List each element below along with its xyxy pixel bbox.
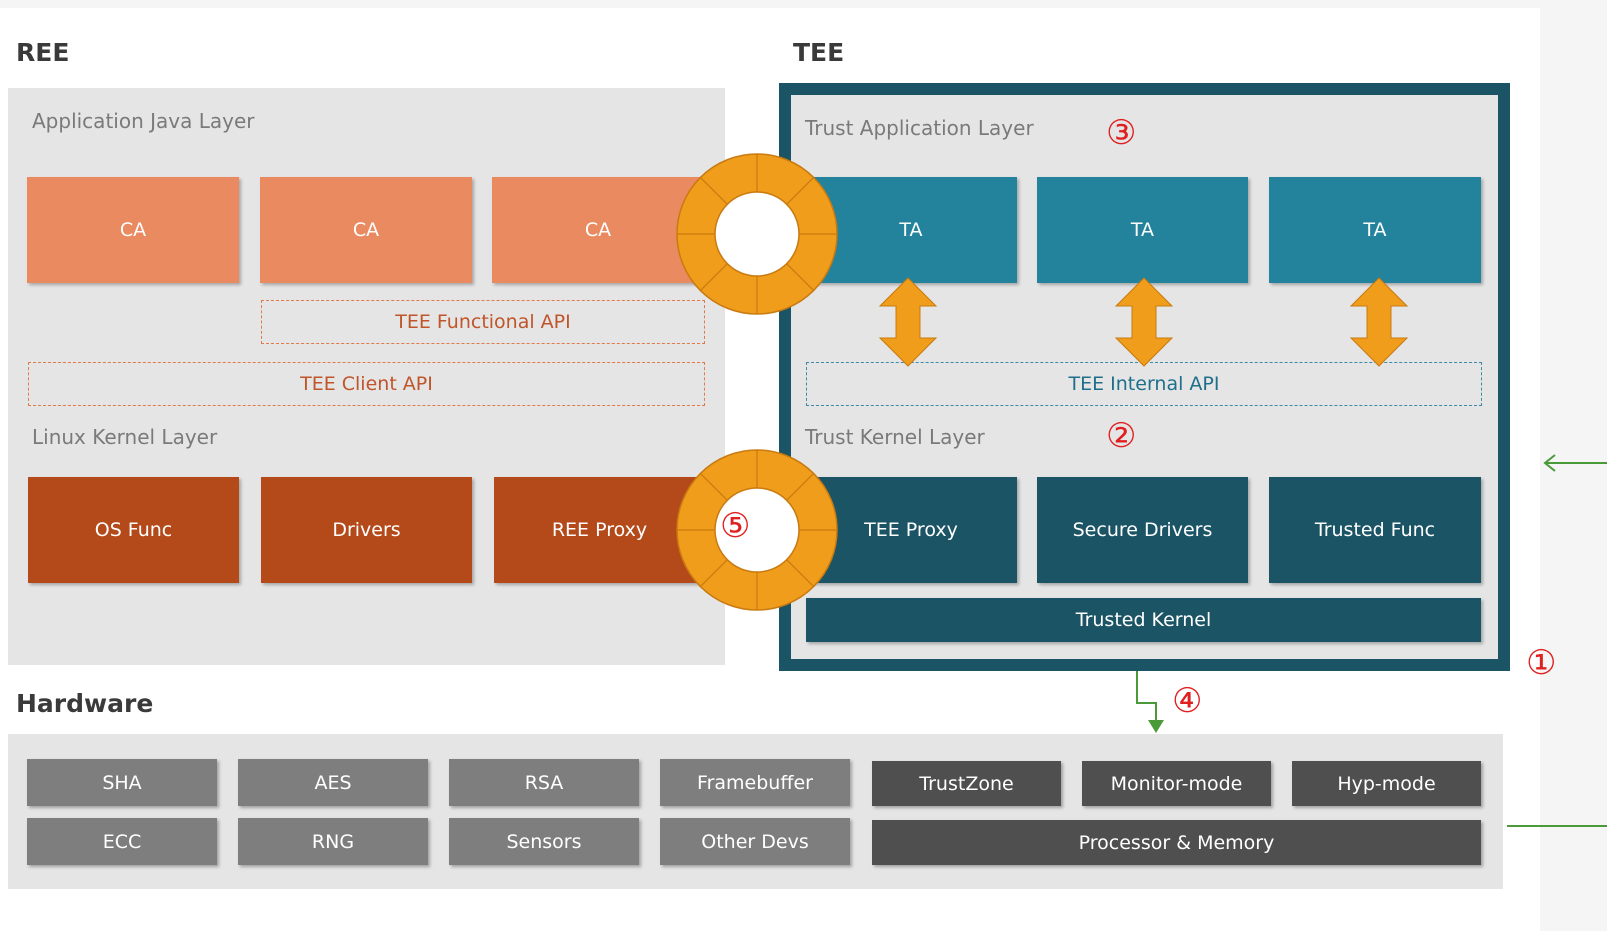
hw-ecc: ECC [27,818,217,865]
tee-client-api: TEE Client API [28,362,705,406]
ree-proxy-box: REE Proxy [494,477,705,583]
ta-arrow-2 [1115,277,1173,367]
marker-2: ② [1106,416,1137,456]
drivers-box: Drivers [261,477,472,583]
tee-functional-api: TEE Functional API [261,300,705,344]
ta-arrow-1 [879,277,937,367]
ta-arrow-3 [1350,277,1408,367]
hw-processor-memory: Processor & Memory [872,820,1481,865]
ta-box-1: TA [805,177,1017,283]
ta-box-2: TA [1037,177,1248,283]
ring-connector-bottom [676,449,838,611]
ca-box-2: CA [260,177,472,283]
marker-3: ③ [1106,113,1137,153]
ta-box-3: TA [1269,177,1481,283]
tee-title: TEE [793,38,845,67]
hw-framebuffer: Framebuffer [660,759,850,806]
flow-arrow-down [1136,671,1164,733]
marker-1: ① [1526,643,1557,683]
hw-aes: AES [238,759,428,806]
hw-sensors: Sensors [449,818,639,865]
tee-app-layer-label: Trust Application Layer [805,116,1034,140]
marker-5: ⑤ [720,506,751,546]
tee-kernel-layer-label: Trust Kernel Layer [805,425,985,449]
trusted-kernel-box: Trusted Kernel [806,598,1481,642]
marker-4: ④ [1172,681,1203,721]
ree-title: REE [16,38,70,67]
ree-app-layer-label: Application Java Layer [32,109,255,133]
ree-kernel-layer-label: Linux Kernel Layer [32,425,218,449]
hw-other-devs: Other Devs [660,818,850,865]
hw-rng: RNG [238,818,428,865]
ca-box-3: CA [492,177,704,283]
hw-trustzone: TrustZone [872,761,1061,806]
tee-proxy-box: TEE Proxy [805,477,1017,583]
ring-connector-top [676,153,838,315]
flow-arrow-right-side [1507,454,1607,827]
trusted-func-box: Trusted Func [1269,477,1481,583]
secure-drivers-box: Secure Drivers [1037,477,1248,583]
ca-box-1: CA [27,177,239,283]
hw-sha: SHA [27,759,217,806]
hw-rsa: RSA [449,759,639,806]
hw-hyp-mode: Hyp-mode [1292,761,1481,806]
hw-monitor-mode: Monitor-mode [1082,761,1271,806]
os-func-box: OS Func [28,477,239,583]
hardware-title: Hardware [16,689,154,718]
